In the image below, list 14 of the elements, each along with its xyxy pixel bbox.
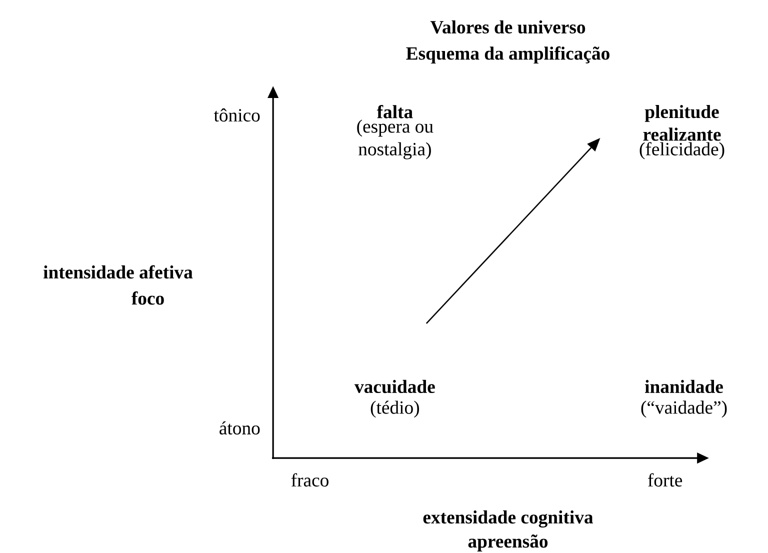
axis-tick-label: fraco xyxy=(291,473,328,487)
axis-title: intensidade afetiva xyxy=(44,265,193,279)
quadrant-text: vacuidade (tédio) xyxy=(354,380,435,418)
axis-tick-label: forte xyxy=(648,473,682,487)
axis-title: apreensão xyxy=(468,534,548,552)
axis-tick-label: tônico xyxy=(214,108,260,122)
quadrant-text: plenitude realizante (felicidade) xyxy=(640,104,724,160)
axis-title: extensidade cognitiva xyxy=(423,510,594,528)
axis-tick-label: átono xyxy=(220,421,260,434)
quadrant-text: falta (espera ou nostalgia) xyxy=(357,104,434,160)
quadrant-text: inanidade (“vaidade”) xyxy=(641,380,727,418)
axis-title: foco xyxy=(132,291,164,305)
diagram-title: Valores de universo xyxy=(430,20,586,34)
diagram-subtitle: Esquema da amplificação xyxy=(406,46,610,64)
